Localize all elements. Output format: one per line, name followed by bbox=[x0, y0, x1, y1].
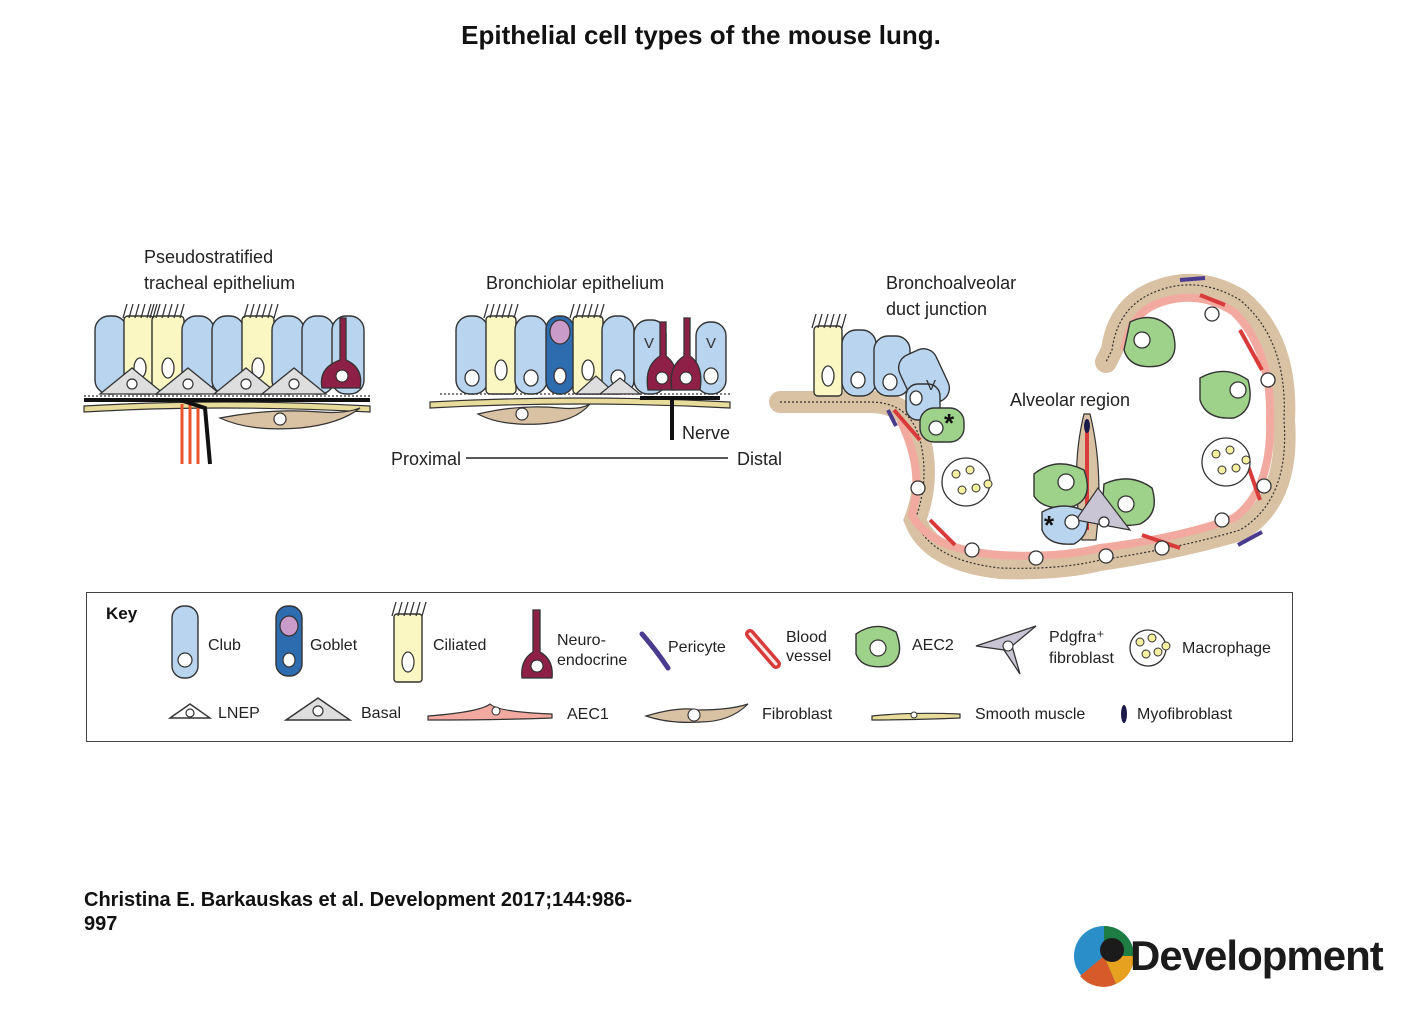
neuroendocrine-cells bbox=[646, 317, 702, 391]
citation-line1: Christina E. Barkauskas et al. Developme… bbox=[84, 889, 633, 911]
key-label-club: Club bbox=[208, 637, 241, 654]
aec2-cells bbox=[1033, 316, 1251, 527]
badj-label-line1: Bronchoalveolar bbox=[886, 273, 1017, 293]
pericyte-icon bbox=[639, 631, 671, 671]
key-label-myofibroblast: Myofibroblast bbox=[1137, 706, 1233, 723]
fibroblast-cell bbox=[476, 403, 591, 425]
pericytes bbox=[886, 276, 1263, 547]
development-logo-icon bbox=[1074, 926, 1135, 987]
bronchiolar-epithelium bbox=[429, 303, 731, 440]
citation-line2: 997 bbox=[84, 913, 118, 935]
capillary-vessels bbox=[180, 404, 200, 464]
alveolar-label: Alveolar region bbox=[1010, 390, 1131, 410]
key-label-blood-1: Blood bbox=[786, 629, 827, 646]
aec1-icon bbox=[427, 703, 553, 721]
bronchiolar-label: Bronchiolar epithelium bbox=[486, 273, 665, 293]
key-label-goblet: Goblet bbox=[310, 637, 358, 654]
key-label-smooth-muscle: Smooth muscle bbox=[975, 706, 1086, 723]
badj-label-line2: duct junction bbox=[886, 299, 988, 319]
v-marker: V bbox=[644, 335, 654, 352]
key-label-pericyte: Pericyte bbox=[668, 639, 726, 656]
fibroblast-cell bbox=[218, 407, 361, 430]
key-label-pdgfra-1: Pdgfra⁺ bbox=[1049, 629, 1105, 646]
key-label-basal: Basal bbox=[361, 705, 402, 722]
slide-title: Epithelial cell types of the mouse lung. bbox=[461, 20, 941, 50]
nerve-label: Nerve bbox=[682, 423, 731, 443]
ciliated-icon bbox=[393, 613, 423, 683]
distal-label: Distal bbox=[737, 449, 783, 469]
proximal-label: Proximal bbox=[391, 449, 462, 469]
key-label-lnep: LNEP bbox=[218, 705, 260, 722]
key-label-neuro-1: Neuro- bbox=[557, 632, 606, 649]
ciliated-cell bbox=[485, 315, 517, 395]
v-marker: V bbox=[926, 377, 936, 394]
key-label-neuro-2: endocrine bbox=[557, 652, 628, 669]
myofibroblast-icon bbox=[1121, 705, 1127, 723]
smooth-muscle-layer bbox=[83, 401, 371, 413]
nerve-fiber bbox=[84, 398, 370, 465]
basal-cells bbox=[574, 375, 642, 395]
neuroendocrine-icon bbox=[521, 609, 553, 679]
key-label-pdgfra-2: fibroblast bbox=[1049, 650, 1114, 667]
key-label-fibroblast: Fibroblast bbox=[762, 706, 833, 723]
key-label-macrophage: Macrophage bbox=[1182, 640, 1271, 657]
key-box bbox=[86, 592, 1293, 742]
macrophages bbox=[941, 437, 1251, 507]
tracheal-label-line1: Pseudostratified bbox=[144, 247, 274, 267]
v-marker: V bbox=[706, 335, 716, 352]
alveolar-region: V bbox=[769, 273, 1296, 580]
asterisk-marker: * bbox=[1044, 510, 1055, 540]
club-like-cell bbox=[1041, 505, 1089, 545]
tracheal-epithelium bbox=[83, 303, 371, 465]
myofibroblast bbox=[1084, 419, 1090, 433]
key-title: Key bbox=[106, 604, 138, 623]
tracheal-label-line2: tracheal epithelium bbox=[144, 273, 296, 293]
key-icons bbox=[167, 601, 1171, 723]
smooth-muscle-layer bbox=[429, 397, 731, 409]
key-label-blood-2: vessel bbox=[786, 648, 832, 665]
nerve-fiber bbox=[640, 396, 720, 440]
neuroendocrine-cell bbox=[320, 317, 362, 389]
development-logo-text: Development bbox=[1130, 932, 1384, 979]
citation: Christina E. Barkauskas et al. Developme… bbox=[84, 888, 704, 936]
key-label-aec1: AEC1 bbox=[567, 706, 609, 723]
key-label-aec2: AEC2 bbox=[912, 637, 954, 654]
key-label-ciliated: Ciliated bbox=[433, 637, 487, 654]
asterisk-marker: * bbox=[944, 408, 955, 438]
macrophage-icon bbox=[1129, 629, 1171, 667]
